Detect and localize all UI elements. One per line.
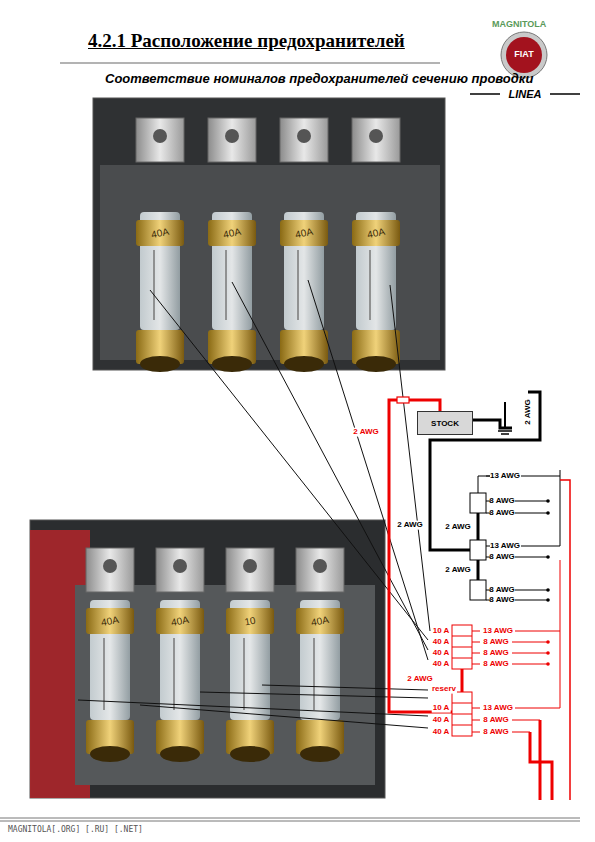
label: 40 A <box>432 716 451 725</box>
label: 2 AWG <box>445 523 470 532</box>
label: 10 A <box>432 704 451 713</box>
label: 8 AWG <box>489 596 514 605</box>
label: MAGNITOLA[.ORG] [.RU] [.NET] <box>8 826 143 835</box>
label-text: 8 AWG <box>489 496 514 505</box>
label-text: Соответствие номиналов предохранителей с… <box>105 71 533 86</box>
label: 13 AWG <box>490 542 520 551</box>
label-text: 2 AWG <box>353 427 378 436</box>
fuse-photo-top <box>93 98 445 372</box>
label-text: 2 AWG <box>445 522 470 531</box>
label-text: reserv <box>432 684 456 693</box>
title-text: 4.2.1 Расположение предохранителей <box>88 30 405 51</box>
label-text: 2 AWG <box>523 399 532 424</box>
label: FIAT <box>514 50 533 60</box>
label-text: 10 <box>244 615 257 628</box>
label-text: MAGNITOLA[.ORG] [.RU] [.NET] <box>8 825 143 834</box>
label-text: 8 AWG <box>483 727 508 736</box>
wiring-schematic <box>389 392 570 800</box>
label-text: 2 AWG <box>407 674 432 683</box>
node-text: STOCK <box>431 419 459 428</box>
label-text: 8 AWG <box>489 508 514 517</box>
logo-line <box>470 93 500 95</box>
label-text: 40 A <box>433 637 450 646</box>
label-text: 2 AWG <box>445 565 470 574</box>
label-text: 8 AWG <box>483 659 508 668</box>
label-text: 8 AWG <box>489 585 514 594</box>
label: 40 A <box>433 660 450 669</box>
label: 8 AWG <box>483 649 508 658</box>
label: 8 AWG <box>489 497 514 506</box>
label: 8 AWG <box>489 553 514 562</box>
label: 40 A <box>432 728 451 737</box>
label: 8 AWG <box>489 509 514 518</box>
label-text: 40 A <box>433 715 450 724</box>
label: 13 AWG <box>483 627 513 636</box>
label: 13 AWG <box>490 472 520 481</box>
leader-lines <box>78 280 430 728</box>
label: LINEA <box>509 88 542 100</box>
footer-rule <box>0 818 580 819</box>
label-text: 8 AWG <box>483 648 508 657</box>
label: MAGNITOLA <box>492 20 546 30</box>
label: 2 AWG <box>352 428 379 437</box>
label-text: 13 AWG <box>490 541 520 550</box>
label: 8 AWG <box>489 586 514 595</box>
label-text: 10 A <box>433 703 450 712</box>
label-text: 8 AWG <box>489 552 514 561</box>
label-text: MAGNITOLA <box>492 19 546 29</box>
label: 2 AWG <box>445 566 470 575</box>
label: 2 AWG <box>396 521 423 530</box>
label: 8 AWG <box>483 660 508 669</box>
label: 2 AWG <box>524 398 533 425</box>
label: 40 A <box>433 638 450 647</box>
label: Соответствие номиналов предохранителей с… <box>105 72 533 86</box>
logo-disc <box>506 37 542 73</box>
label-text: 13 AWG <box>490 471 520 480</box>
label-text: 40 A <box>433 648 450 657</box>
label-text: 13 AWG <box>483 703 513 712</box>
label-text: 8 AWG <box>483 637 508 646</box>
label: 2 AWG <box>406 675 433 684</box>
label-text: 13 AWG <box>483 626 513 635</box>
page-title: 4.2.1 Расположение предохранителей <box>88 30 405 52</box>
footer-rule <box>0 821 580 822</box>
label-text: LINEA <box>509 88 542 100</box>
label: 8 AWG <box>483 716 508 725</box>
label: 8 AWG <box>483 728 508 737</box>
label-text: 40 A <box>433 727 450 736</box>
label: 10 <box>244 615 257 628</box>
label-text: 2 AWG <box>397 520 422 529</box>
label-text: 40 A <box>433 659 450 668</box>
fuse-photo-bottom <box>30 520 385 798</box>
label: reserv <box>431 685 457 694</box>
label: 40 A <box>433 649 450 658</box>
label: 13 AWG <box>483 704 513 713</box>
header-rule <box>60 63 440 64</box>
label-text: 10 A <box>433 626 450 635</box>
label-text: FIAT <box>514 49 533 59</box>
battery-box: STOCK <box>417 411 473 435</box>
label: 10 A <box>433 627 450 636</box>
label: 8 AWG <box>483 638 508 647</box>
logo-line <box>550 93 580 95</box>
label-text: 8 AWG <box>489 595 514 604</box>
label-text: 8 AWG <box>483 715 508 724</box>
